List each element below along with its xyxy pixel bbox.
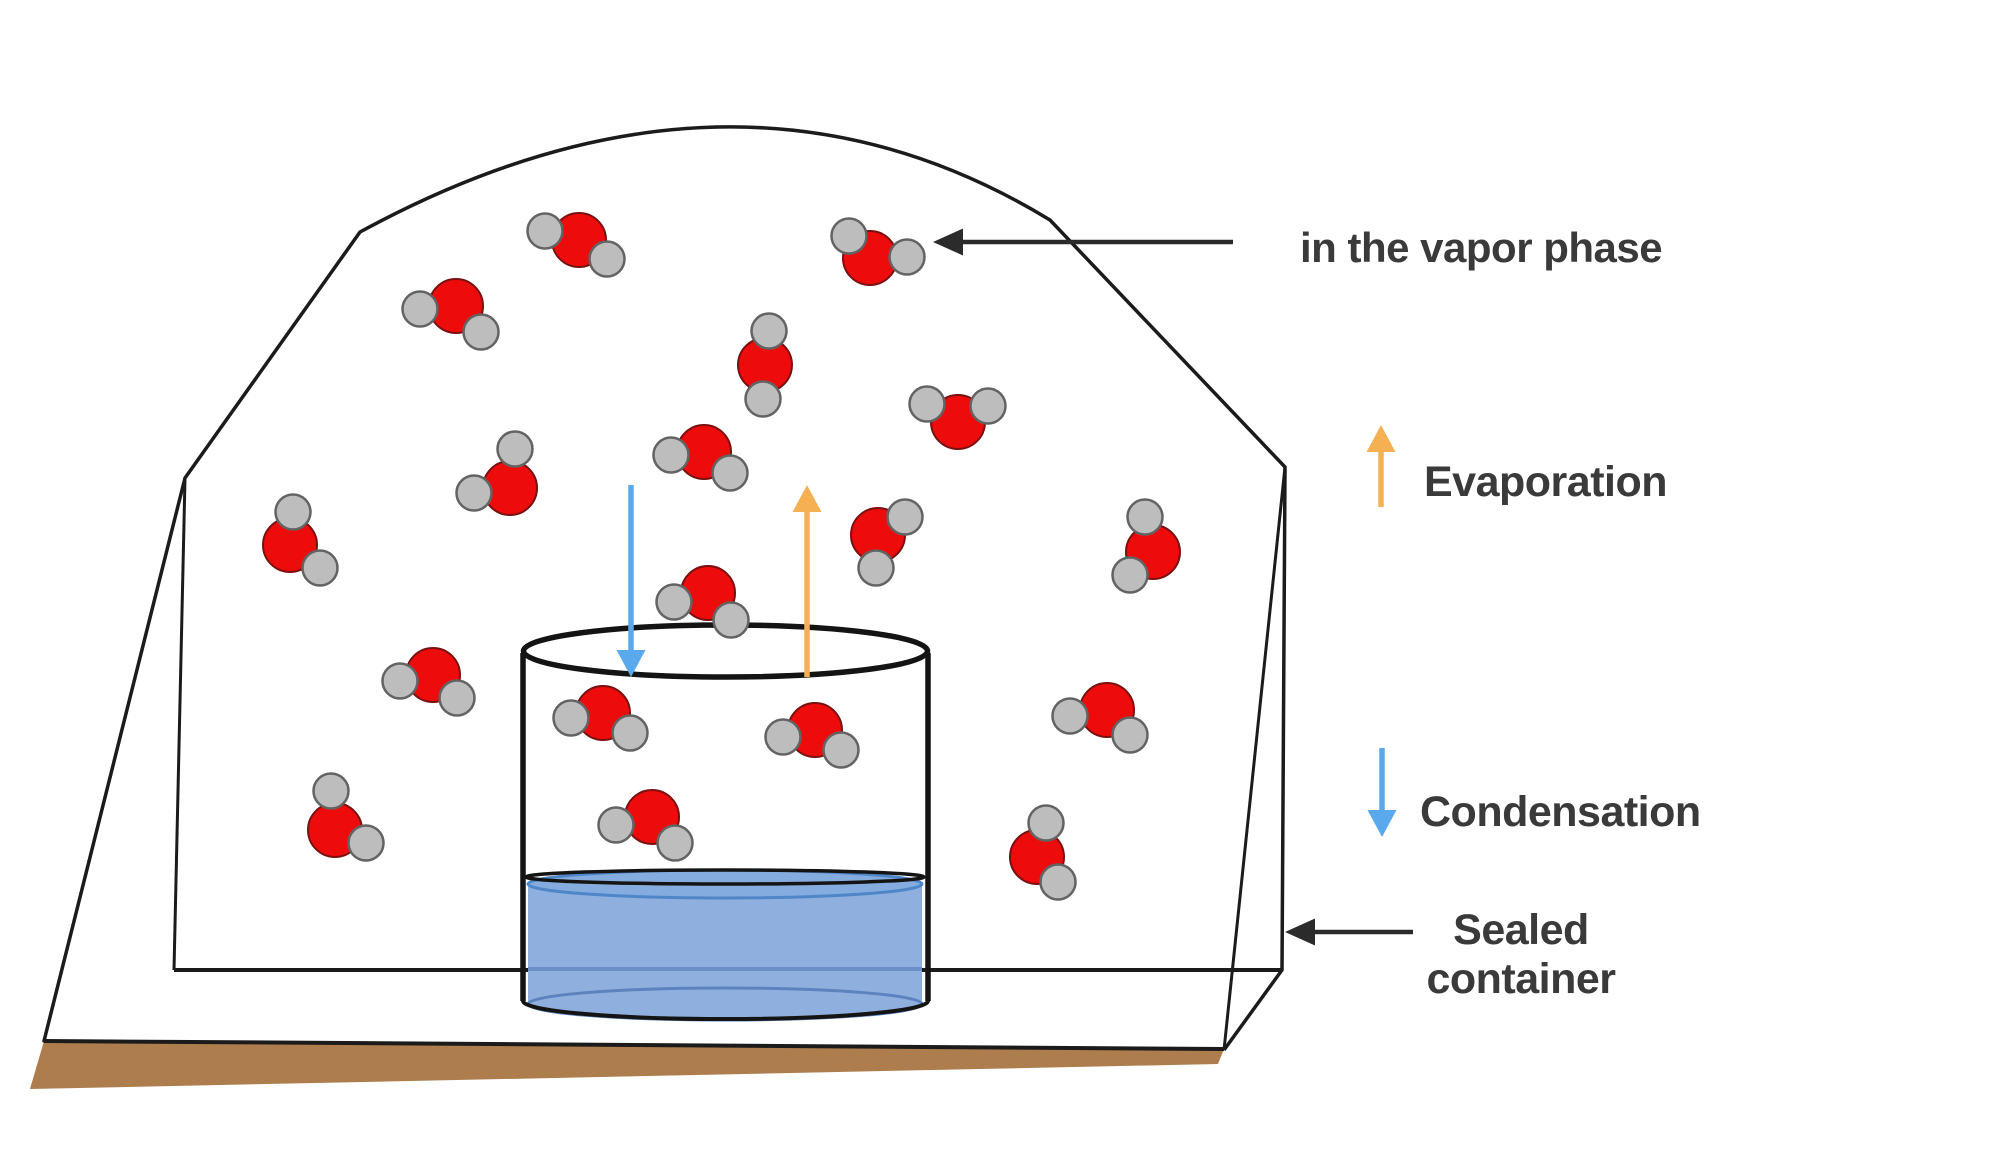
water-molecule <box>597 789 694 862</box>
hydrogen-atom <box>652 436 690 474</box>
hydrogen-atom <box>381 662 419 700</box>
hydrogen-atom <box>888 238 926 276</box>
water-molecule <box>764 702 860 769</box>
hydrogen-atom <box>455 474 493 512</box>
water-molecule <box>262 493 339 587</box>
hydrogen-atom <box>908 385 946 423</box>
table-right-corner-edge <box>1222 968 1284 1052</box>
beaker-bottom <box>521 1000 930 1022</box>
hydrogen-atom <box>597 806 635 844</box>
hydrogen-atom <box>588 240 626 278</box>
water-molecule <box>737 312 793 418</box>
pointer-arrows <box>933 228 1413 946</box>
hydrogen-atom <box>1039 863 1077 901</box>
condensation-label: Condensation <box>1420 788 1701 836</box>
table-front-edge <box>43 1039 1225 1051</box>
evaporation-label: Evaporation <box>1424 458 1668 506</box>
hydrogen-atom <box>744 380 782 418</box>
hydrogen-atom <box>822 731 860 769</box>
hydrogen-atom <box>830 217 868 255</box>
hydrogen-atom <box>1126 498 1164 536</box>
vapor-phase-pointer-arrow-head <box>933 228 963 256</box>
water-molecule <box>455 430 538 516</box>
hydrogen-atom <box>526 212 564 250</box>
hydrogen-atom <box>886 498 924 536</box>
hydrogen-atom <box>1111 716 1149 754</box>
hydrogen-atom <box>712 601 750 639</box>
sealed-container-label: Sealed container <box>1396 906 1646 1005</box>
water-molecule <box>307 772 385 862</box>
hydrogen-atom <box>750 312 788 350</box>
dome-outer-edge <box>42 125 1287 1043</box>
hydrogen-atom <box>1111 556 1149 594</box>
hydrogen-atom <box>764 718 802 756</box>
sealed-container-label-line2: container <box>1426 955 1616 1004</box>
hydrogen-atom <box>857 549 895 587</box>
hydrogen-atom <box>312 772 350 810</box>
water-molecule <box>526 212 626 278</box>
evaporation-arrow <box>792 485 822 677</box>
hydrogen-atom <box>462 313 500 351</box>
hydrogen-atom <box>274 493 312 531</box>
condensation-arrow-head <box>616 650 646 677</box>
hydrogen-atom <box>1027 804 1065 842</box>
water-molecule <box>381 647 476 717</box>
water-molecule <box>1111 498 1181 594</box>
water-molecule <box>655 565 750 639</box>
sealed-container-pointer-arrow-head <box>1285 918 1315 946</box>
hydrogen-atom <box>438 679 476 717</box>
water-molecule <box>1051 682 1149 754</box>
water-molecule <box>1009 804 1077 901</box>
evaporation-arrow-head <box>792 485 822 512</box>
dome-inner-right-edge <box>1222 466 1287 1051</box>
condensation-legend-arrow-head <box>1367 810 1397 837</box>
hydrogen-atom <box>969 387 1007 425</box>
condensation-arrow <box>616 485 646 677</box>
hydrogen-atom <box>496 430 534 468</box>
evaporation-legend-arrow-head <box>1366 425 1396 452</box>
hydrogen-atom <box>301 549 339 587</box>
hydrogen-atom <box>656 824 694 862</box>
water-molecule <box>850 498 924 587</box>
water-molecule <box>908 385 1007 450</box>
vapor-phase-pointer-arrow <box>933 228 1233 256</box>
water-molecule <box>401 278 500 351</box>
legend-arrows <box>1366 425 1397 837</box>
hydrogen-atom <box>552 699 590 737</box>
water-molecule <box>552 685 649 752</box>
condensation-legend-arrow <box>1367 748 1397 837</box>
hydrogen-atom <box>1051 697 1089 735</box>
hydrogen-atom <box>655 583 693 621</box>
sealed-container-label-line1: Sealed <box>1453 906 1589 954</box>
vapor-phase-label: in the vapor phase <box>1300 224 1663 271</box>
hydrogen-atom <box>401 290 439 328</box>
water-molecule <box>652 424 749 492</box>
dome-inner-left-edge <box>172 477 187 971</box>
hydrogen-atom <box>611 714 649 752</box>
water-molecule <box>830 217 926 286</box>
sealed-container-outline <box>42 125 1287 1051</box>
water-body <box>528 884 922 1020</box>
evaporation-legend-arrow <box>1366 425 1396 507</box>
hydrogen-atom <box>347 824 385 862</box>
sealed-container-pointer-arrow <box>1285 918 1413 946</box>
table-front-face <box>30 1041 1224 1089</box>
water-molecules <box>262 212 1181 901</box>
process-arrows <box>616 485 822 677</box>
beaker <box>520 622 931 1022</box>
hydrogen-atom <box>711 454 749 492</box>
water-line <box>524 868 926 886</box>
